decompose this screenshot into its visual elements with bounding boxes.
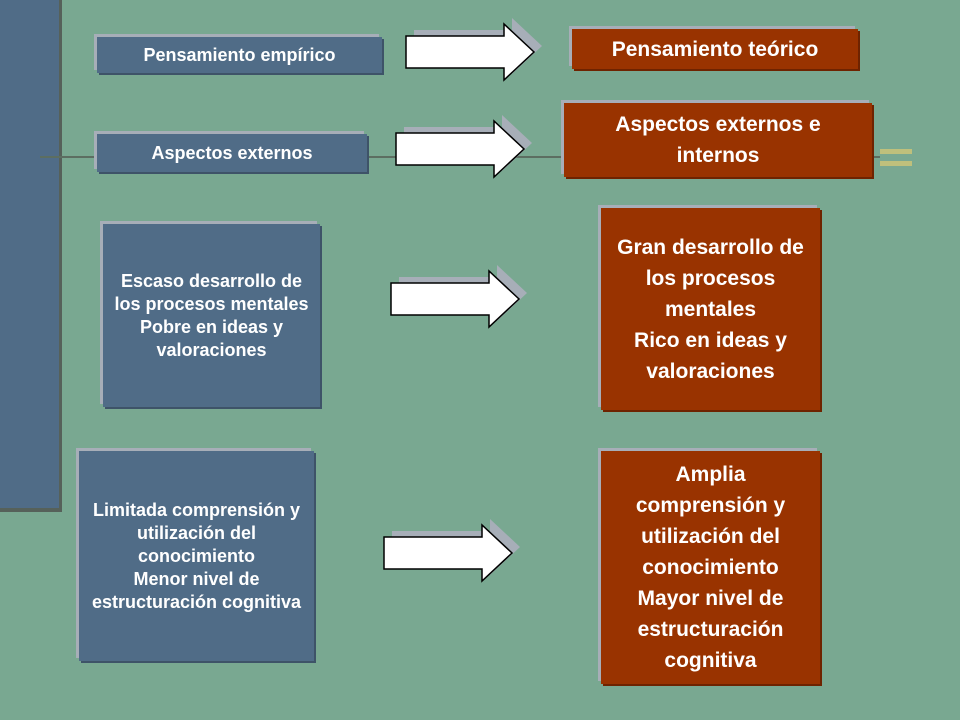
arrow-right-icon bbox=[390, 265, 527, 329]
arrow-right-icon bbox=[405, 18, 542, 82]
left-box-aspectos-externos: Aspectos externos bbox=[97, 134, 367, 172]
right-box-amplia-comprension: Amplia comprensión y utilización del con… bbox=[601, 451, 820, 684]
arrow-right-icon bbox=[395, 115, 532, 179]
accent-bar-top bbox=[880, 149, 912, 154]
left-box-escaso-desarrollo: Escaso desarrollo de los procesos mental… bbox=[103, 224, 320, 407]
left-box-pensamiento-empirico: Pensamiento empírico bbox=[97, 37, 382, 73]
right-box-gran-desarrollo: Gran desarrollo de los procesos mentales… bbox=[601, 208, 820, 410]
left-box-limitada-comprension: Limitada comprensión y utilización del c… bbox=[79, 451, 314, 661]
accent-bar-bottom bbox=[880, 161, 912, 166]
right-box-pensamiento-teorico: Pensamiento teórico bbox=[572, 29, 858, 69]
arrow-right-icon bbox=[383, 519, 520, 583]
right-box-aspectos-externos-internos: Aspectos externos e internos bbox=[564, 103, 872, 177]
left-decorative-bar bbox=[0, 0, 62, 512]
